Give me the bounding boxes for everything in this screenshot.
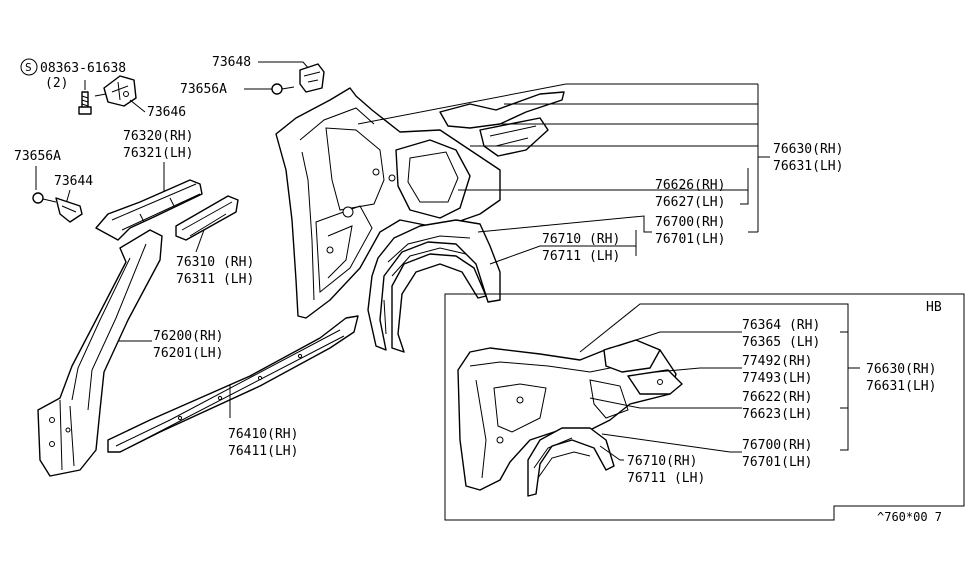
hb-quarter-panel-part [457,341,677,491]
callout-76631: 76631(LH) [773,159,843,174]
bracket-73644-group: 73656A 73644 [14,149,93,223]
bracket-73644-icon [55,197,83,223]
callout-73656a-top: 73656A [180,82,227,97]
callout-76201: 76201(LH) [153,346,223,361]
hb-variant-box: HB 76364 (RH) 76365 (LH) 77492(RH) 77493… [444,293,965,521]
hb-callout-76364: 76364 (RH) [742,318,820,333]
hb-callout-76710: 76710(RH) [627,454,697,469]
hb-callout-76631: 76631(LH) [866,379,936,394]
bracket-73648-icon [299,63,325,93]
callout-screw: 08363-61638 [40,61,126,76]
hb-callout-77493: 77493(LH) [742,371,812,386]
callout-76310: 76310 (RH) [176,255,254,270]
hb-label: HB [926,300,942,315]
screw-callout-group: S 08363-61638 (2) [20,58,126,115]
callout-screw-qty: (2) [45,76,68,91]
hb-callout-76365: 76365 (LH) [742,335,820,350]
callout-76700: 76700(RH) [655,215,725,230]
sill-76410-part [107,315,359,453]
sill-76410-group: 76410(RH) 76411(LH) [107,315,359,459]
bolt-symbol-icon [20,58,38,76]
callout-73648: 73648 [212,55,251,70]
hb-box-border [444,293,965,521]
pillar-76200-group: 76200(RH) 76201(LH) [37,229,223,477]
hb-callout-76630: 76630(RH) [866,362,936,377]
hb-callout-76701: 76701(LH) [742,455,812,470]
bracket-73648-group: 73648 73656A [180,55,325,97]
callout-76311: 76311 (LH) [176,272,254,287]
hb-callout-76700: 76700(RH) [742,438,812,453]
hb-callout-77492: 77492(RH) [742,354,812,369]
reinforcement-76320-part [95,179,203,241]
bracket-73646-group: 73646 [94,75,186,120]
callout-73656a-left: 73656A [14,149,61,164]
callout-76320: 76320(RH) [123,129,193,144]
callout-73646: 73646 [147,105,186,120]
callout-76710: 76710 (RH) [542,232,620,247]
bracket-73646-icon [103,75,137,107]
callout-76627: 76627(LH) [655,195,725,210]
callout-76630: 76630(RH) [773,142,843,157]
callout-76410: 76410(RH) [228,427,298,442]
callout-76701: 76701(LH) [655,232,725,247]
diagram-code: ^760*00 7 [877,510,942,524]
wheelhouse-inner-part [391,253,487,353]
callout-73644: 73644 [54,174,93,189]
quarter-panel-76630-group [275,87,565,319]
screw-icon [78,91,92,115]
hb-callout-76711: 76711 (LH) [627,471,705,486]
reinforcement-76320-group: 76320(RH) 76321(LH) [95,129,203,241]
callout-76321: 76321(LH) [123,146,193,161]
hb-callout-76622: 76622(RH) [742,390,812,405]
clip-73656a-left-icon [32,192,57,204]
clip-73656a-top-icon [271,83,295,95]
wheelhouse-76700-group [367,219,501,353]
callout-76626: 76626(RH) [655,178,725,193]
hb-callout-76623: 76623(LH) [742,407,812,422]
bolt-symbol-letter: S [25,61,32,74]
hb-wheelhouse-part [527,427,615,497]
reinforcement-76310-group: 76310 (RH) 76311 (LH) [175,195,254,287]
callout-76411: 76411(LH) [228,444,298,459]
callout-76200: 76200(RH) [153,329,223,344]
callout-76711: 76711 (LH) [542,249,620,264]
